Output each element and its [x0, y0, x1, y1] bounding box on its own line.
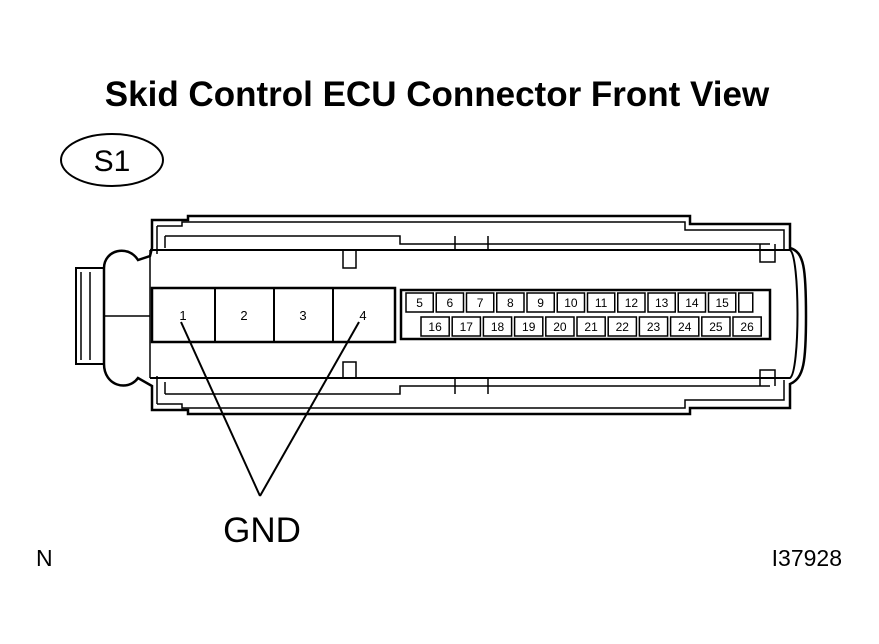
pin-cell-13: [647, 292, 676, 313]
pin-9: 9: [537, 296, 544, 310]
pin-cell-9: [526, 292, 555, 313]
connector-code: S1: [94, 145, 131, 178]
pin-cell-21: [576, 316, 606, 337]
large-pin-2: 2: [240, 308, 247, 323]
pin-6: 6: [447, 296, 454, 310]
pin-21: 21: [584, 320, 598, 334]
gnd-callout-lines: [180, 321, 360, 497]
pin-cell-16: [420, 316, 450, 337]
pin-16: 16: [428, 320, 442, 334]
pin-cell-15: [707, 292, 737, 313]
pin-cell-17: [451, 316, 482, 337]
pin-17: 17: [460, 320, 474, 334]
connector-code-badge: S1: [60, 133, 164, 187]
pin-14: 14: [685, 296, 699, 310]
pin-24: 24: [678, 320, 692, 334]
pin-20: 20: [553, 320, 567, 334]
pin-cell-8: [496, 292, 525, 313]
pin-cell-23: [638, 316, 669, 337]
pin-cell-22: [607, 316, 638, 337]
pin-cell-24: [669, 316, 700, 337]
pin-cell-6: [435, 292, 465, 313]
pin-18: 18: [491, 320, 505, 334]
pin-cell-12: [617, 292, 646, 313]
large-pin-block: 1 2 3 4: [150, 286, 397, 344]
pin-cell-14: [677, 292, 707, 313]
large-pin-4: 4: [359, 308, 366, 323]
pin-10: 10: [564, 296, 578, 310]
connector-housing: [75, 214, 808, 416]
pin-22: 22: [616, 320, 630, 334]
pin-cell-7: [465, 292, 495, 313]
pin-cell-empty: [738, 292, 754, 313]
corner-letter: N: [36, 545, 53, 571]
pin-cell-18: [482, 316, 513, 337]
pin-cell-26: [732, 316, 762, 337]
pin-23: 23: [647, 320, 661, 334]
diagram-title: Skid Control ECU Connector Front View: [105, 75, 770, 114]
pin-cell-19: [513, 316, 544, 337]
pin-13: 13: [655, 296, 669, 310]
pin-cell-20: [545, 316, 575, 337]
pin-cell-11: [586, 292, 616, 313]
pin-cell-10: [556, 292, 586, 313]
pin-11: 11: [595, 296, 608, 310]
small-pin-block: 5 6 7 8 9 10 11 12 13 14 15 16 17 18 19 20 21 22 23 24 25 26: [399, 288, 772, 341]
figure-id: I37928: [772, 545, 842, 571]
gnd-label: GND: [223, 511, 301, 550]
pin-15: 15: [715, 296, 729, 310]
pin-5: 5: [416, 296, 423, 310]
large-pin-3: 3: [299, 308, 306, 323]
pin-12: 12: [625, 296, 639, 310]
pin-8: 8: [507, 296, 514, 310]
pin-7: 7: [477, 296, 484, 310]
large-pin-1: 1: [179, 308, 186, 323]
pin-cell-5: [405, 292, 434, 313]
pin-cell-25: [701, 316, 731, 337]
pin-26: 26: [740, 320, 754, 334]
pin-19: 19: [522, 320, 536, 334]
pin-25: 25: [709, 320, 723, 334]
